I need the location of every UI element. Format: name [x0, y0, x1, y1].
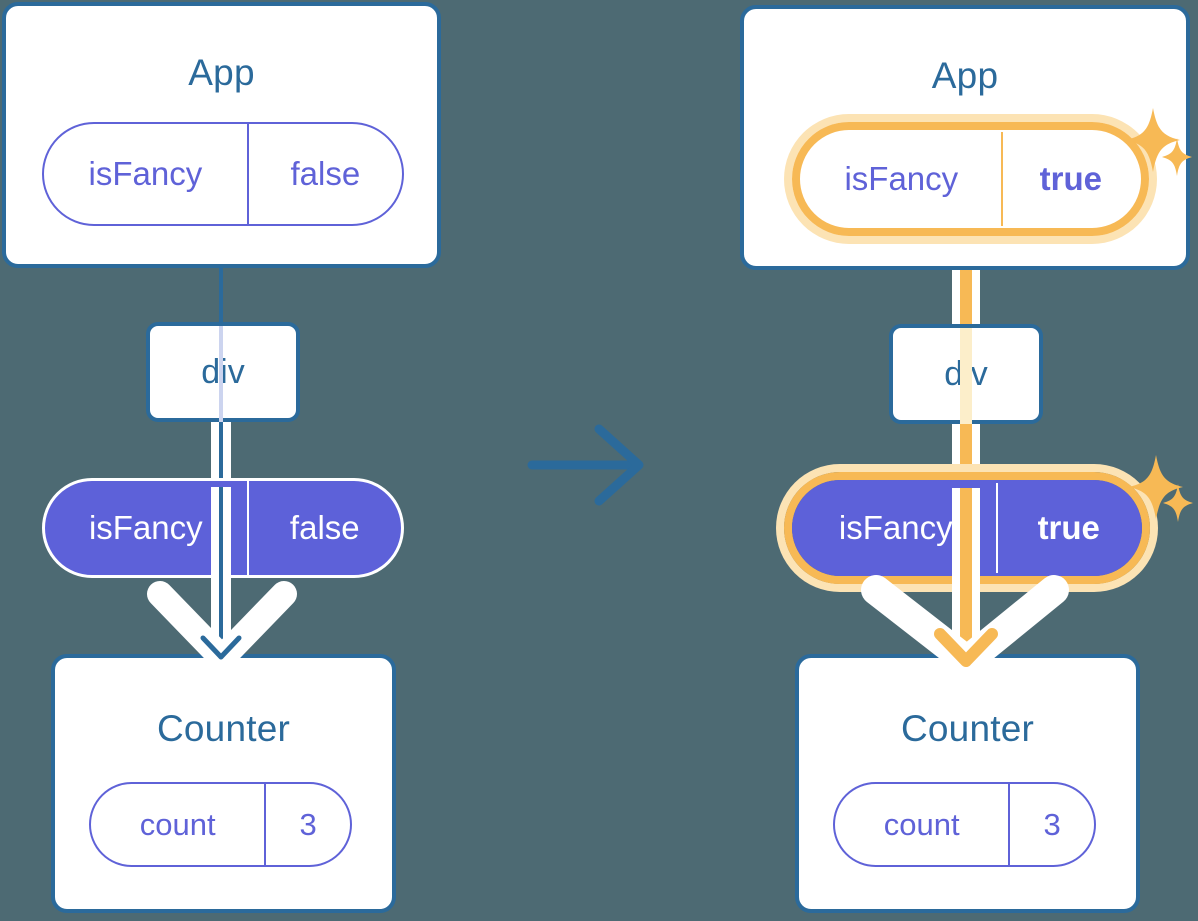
arrowhead-blue-left — [200, 635, 242, 660]
arrowhead-white-right — [861, 575, 1069, 675]
app-prop-value-before: false — [246, 124, 402, 224]
app-prop-name-after: isFancy — [844, 160, 959, 197]
counter-state-value-after: 3 — [1008, 784, 1094, 865]
app-box-after[interactable]: App — [740, 5, 1190, 270]
counter-box-before[interactable]: Counter — [51, 654, 396, 913]
div-node-label-before: div — [201, 352, 245, 391]
counter-state-pill-before[interactable]: count 3 — [89, 782, 352, 867]
passed-prop-value-after: true — [996, 483, 1139, 573]
arrowhead-orange-right — [934, 628, 998, 667]
app-prop-pill-before[interactable]: isFancy false — [42, 122, 404, 226]
connector-pill-to-counter-left — [219, 487, 223, 655]
div-node-before[interactable]: div — [146, 322, 300, 422]
counter-title-after: Counter — [900, 708, 1035, 749]
connector-app-to-div-left — [219, 266, 223, 326]
app-title-before: App — [188, 52, 255, 93]
connector-pill-to-counter-right — [960, 488, 972, 656]
passed-prop-name-before: isFancy — [88, 509, 203, 546]
connector-through-div-left — [219, 326, 223, 422]
passed-prop-name-after: isFancy — [838, 509, 953, 546]
sparkle-top-small-icon — [1162, 138, 1192, 176]
sparkle-top-large-icon — [1126, 108, 1180, 172]
app-prop-name-before: isFancy — [88, 155, 203, 192]
transition-arrow-icon — [527, 424, 644, 506]
counter-state-name-before: count — [139, 806, 216, 842]
counter-state-name-after: count — [883, 806, 960, 842]
connector-div-to-pill-left — [219, 418, 223, 488]
counter-title-before: Counter — [156, 708, 291, 749]
arrowhead-white-left — [147, 581, 297, 670]
passed-prop-value-before: false — [246, 481, 401, 575]
app-prop-value-after: true — [1000, 132, 1139, 226]
app-title-after: App — [931, 55, 999, 96]
sparkle-mid-large-icon — [1129, 455, 1183, 519]
connector-through-div-right — [960, 328, 972, 424]
sparkle-mid-small-icon — [1163, 484, 1193, 522]
counter-state-value-before: 3 — [264, 784, 350, 865]
counter-state-pill-after[interactable]: count 3 — [833, 782, 1096, 867]
app-prop-pill-after[interactable]: isFancy true — [800, 130, 1141, 228]
